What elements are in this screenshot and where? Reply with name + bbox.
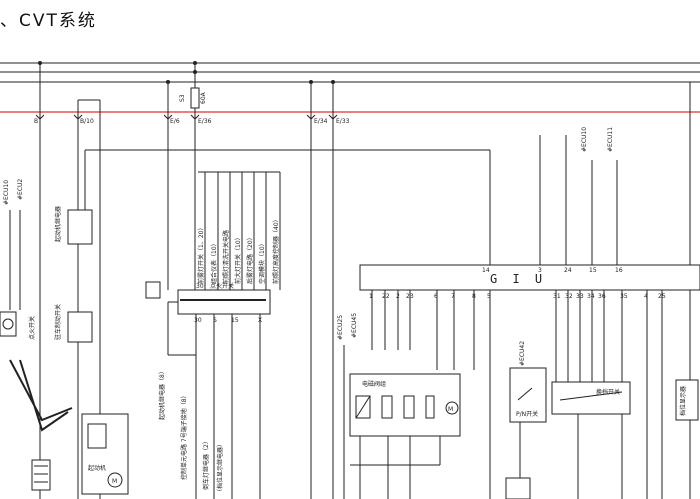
pin: 14	[482, 267, 490, 274]
pin: S	[213, 317, 217, 324]
pin: 7	[451, 293, 455, 300]
pin: 30	[196, 283, 204, 290]
pin: 34	[587, 293, 595, 300]
bottom-label: 起动机继电器（8）	[158, 368, 166, 420]
switch-label: 后雾灯电路（20）	[246, 234, 254, 284]
ecu-ref: #ECU25	[337, 315, 344, 340]
switch-label: 空调模块（10）	[258, 240, 266, 284]
pin: 3	[538, 267, 542, 274]
switch-label: 前雾灯开关（1、20）	[197, 225, 205, 284]
pin: 16	[615, 267, 623, 274]
bottom-sensor	[505, 477, 531, 499]
connector-label: E/36	[198, 118, 212, 125]
switch-label: 前大灯开关（10）	[234, 234, 242, 284]
gear-switch	[551, 381, 631, 415]
gear-indicator	[675, 379, 699, 421]
start-relay	[67, 209, 93, 245]
pin: 5	[487, 293, 491, 300]
switch-label: 前照灯清洗开关电路	[222, 230, 230, 284]
ecu-ref: #ECU42	[519, 341, 526, 366]
pin: 15	[231, 317, 239, 324]
component-label: 起动机继电器	[54, 206, 62, 242]
bottom-label: 倒车灯继电器（2）	[202, 438, 210, 490]
giu-module	[359, 264, 700, 291]
motor-symbol: M	[112, 478, 117, 485]
connector-label: E/34	[314, 118, 328, 125]
ecu-ref: #ECU45	[351, 313, 358, 338]
ecu-ref: #ECU10	[581, 127, 588, 152]
component-label: 起动机	[88, 464, 106, 472]
switch-label: 前照灯高度控制器（40）	[272, 216, 280, 284]
pin: 1	[369, 293, 373, 300]
component-label: 驻车制动开关	[54, 304, 62, 340]
giu-bottom-pins: 1 22 2 23 6 7 8 5 31 32 33 34 36 35 4 25	[369, 293, 666, 300]
fuse	[190, 87, 200, 109]
switch-label: 组合仪表（10）	[210, 240, 218, 284]
bottom-label: 控制单元电路 7号端子接地（8）	[180, 392, 188, 480]
component-label: 点火开关	[28, 316, 36, 340]
pin: 15	[589, 267, 597, 274]
bottom-label: （档位显示继电器）	[216, 441, 224, 495]
component-label: 换档开关	[596, 388, 620, 396]
pin: 35	[620, 293, 628, 300]
fuse-rating: 60A	[200, 91, 207, 104]
connector-label: B	[34, 118, 38, 125]
page-title: 、CVT系统	[0, 11, 97, 31]
pin: 30	[194, 317, 202, 324]
component-label: 档位显示器	[679, 386, 687, 416]
pin: 36	[598, 293, 606, 300]
ecu-ref: #ECU2	[17, 179, 24, 200]
component-label: P/N开关	[516, 410, 538, 418]
ignition-switch-panel	[177, 289, 271, 315]
switch-panel-title: 点火开关	[210, 282, 234, 290]
brake-switch	[145, 281, 161, 299]
park-switch	[67, 311, 93, 343]
connector-label: B/10	[80, 118, 94, 125]
pn-switch	[509, 367, 547, 423]
pin: 6	[434, 293, 438, 300]
fuse-name: S3	[179, 94, 186, 102]
battery	[31, 459, 51, 491]
motor-symbol: M	[448, 406, 453, 413]
giu-label: G I U	[490, 272, 546, 286]
pin: 32	[565, 293, 573, 300]
ecu-ref: #ECU10	[3, 180, 10, 205]
ecu-ref: #ECU11	[607, 127, 614, 152]
pin: 31	[553, 293, 561, 300]
connector-label: E/33	[336, 118, 350, 125]
pin: 24	[564, 267, 572, 274]
component-label: 电磁阀组	[362, 380, 386, 388]
connector-label: E/6	[170, 118, 180, 125]
pin: 4	[644, 293, 648, 300]
pin: 22	[382, 293, 390, 300]
